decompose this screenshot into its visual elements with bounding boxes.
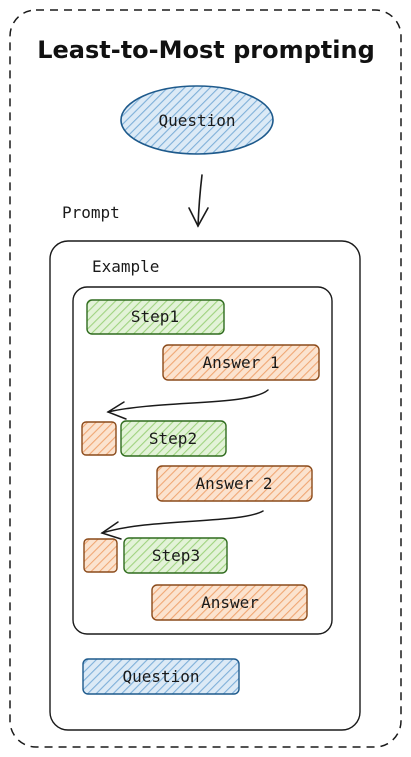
question-node-top: Question: [120, 85, 274, 155]
example-label: Example: [92, 257, 159, 276]
outer-dashed-frame: [9, 9, 402, 748]
step-3-box: Step3: [123, 537, 228, 574]
step-1-box: Step1: [86, 299, 225, 335]
context-box-1: [81, 421, 117, 456]
arrow-answer1-to-context: [106, 389, 269, 420]
answer-1-label: Answer 1: [202, 353, 279, 372]
question-node-bottom: Question: [82, 658, 240, 695]
prompt-container: [49, 240, 361, 731]
diagram-title: Least-to-Most prompting: [37, 36, 375, 64]
context-box-2: [83, 538, 118, 573]
arrow-question-to-prompt: [188, 174, 209, 228]
answer-3-label: Answer: [201, 593, 259, 612]
answer-2-box: Answer 2: [156, 465, 313, 502]
question-node-top-label: Question: [158, 111, 235, 130]
example-container: [72, 286, 333, 635]
question-node-bottom-label: Question: [122, 667, 199, 686]
prompt-label: Prompt: [62, 203, 120, 222]
step-1-label: Step1: [131, 307, 179, 326]
step-2-label: Step2: [149, 429, 197, 448]
step-3-label: Step3: [152, 546, 200, 565]
answer-3-box: Answer: [151, 584, 308, 621]
answer-1-box: Answer 1: [162, 344, 320, 381]
arrow-answer2-to-context: [100, 510, 264, 540]
answer-2-label: Answer 2: [195, 474, 272, 493]
step-2-box: Step2: [120, 420, 227, 457]
